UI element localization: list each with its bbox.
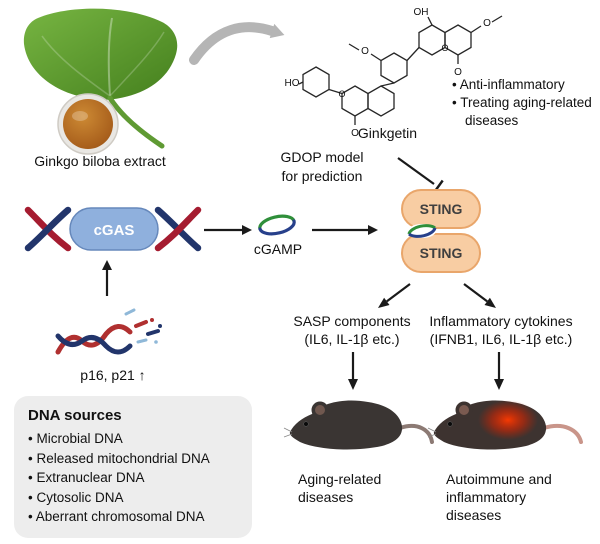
arrow-sting-to-sasp	[378, 283, 411, 308]
sting-bottom-body	[401, 233, 481, 273]
ginkgetin-structure: HO O O OH O O O O	[285, 7, 503, 139]
bound-cgamp-icon	[407, 224, 437, 238]
sting-top-label: STING	[420, 201, 463, 217]
cgamp-label: cGAMP	[253, 241, 303, 257]
atom-label: O	[441, 43, 448, 53]
sting-bottom-label: STING	[420, 245, 463, 261]
atom-label: OH	[414, 7, 429, 18]
extract-dish-icon	[57, 93, 119, 155]
autoimmune-diseases-label: Autoimmune and inflammatory diseases	[446, 471, 552, 523]
ginkgo-leaf-icon	[23, 8, 178, 149]
cgamp-icon	[258, 214, 296, 236]
list-item: • Released mitochondrial DNA	[28, 450, 210, 466]
list-item: • Extranuclear DNA	[28, 470, 145, 485]
arrow-cytokines-to-mouse	[494, 352, 504, 390]
atom-label: O	[338, 89, 345, 99]
dna-cgas-complex: cGAS	[24, 206, 202, 252]
atom-label: HO	[285, 78, 300, 89]
atom-label: O	[351, 128, 359, 139]
inflammation-glow	[478, 400, 538, 440]
aging-diseases-label: Aging-related diseases	[298, 471, 382, 505]
cytokines-label: Inflammatory cytokines (IFNB1, IL6, IL-1…	[429, 313, 573, 347]
dna-icon	[24, 206, 202, 252]
dna-sources-title: DNA sources	[28, 407, 122, 424]
sasp-label: SASP components (IL6, IL-1β etc.)	[293, 313, 411, 347]
mouse-aging-icon	[283, 400, 434, 450]
list-item: • Aberrant chromosomal DNA	[28, 509, 205, 524]
gdop-model-label: GDOP model for prediction	[280, 149, 364, 184]
arrow-cgas-to-cgamp	[204, 225, 252, 235]
benefit-list: • Anti-inflammatory • Treating aging-rel…	[452, 76, 598, 130]
ginkgo-extract-label: Ginkgo biloba extract	[34, 153, 166, 169]
mouse-inflamed-icon	[427, 400, 583, 450]
benefit-item-treating-cont: diseases	[465, 113, 519, 128]
cgas-body	[69, 207, 159, 251]
sting-dimer: STING STING	[401, 189, 481, 273]
cgas-label: cGAS	[94, 222, 135, 239]
list-item: • Cytosolic DNA	[28, 489, 124, 505]
ginkgo-leaf-photo	[23, 8, 178, 155]
atom-label: O	[483, 18, 491, 29]
arrow-sasp-to-mouse	[348, 352, 358, 390]
arrow-sting-to-cytokines	[463, 283, 496, 308]
curved-arrow-icon	[189, 22, 285, 65]
arrow-cgamp-to-sting	[312, 225, 378, 235]
benefit-item-treating: • Treating aging-related	[452, 95, 592, 110]
p16-p21-label: p16, p21 ↑	[80, 367, 146, 383]
atom-label: O	[361, 46, 369, 57]
damaged-dna-icon	[55, 308, 162, 355]
benefit-item-anti-inflammatory: • Anti-inflammatory	[452, 77, 565, 92]
list-item: • Microbial DNA	[28, 431, 123, 446]
sting-top-body	[401, 189, 481, 229]
atom-label: O	[454, 67, 462, 78]
dna-sources-box: DNA sources • Microbial DNA • Released m…	[14, 396, 252, 538]
arrow-dna-to-cgas	[102, 260, 112, 296]
ginkgetin-label: Ginkgetin	[357, 125, 418, 141]
